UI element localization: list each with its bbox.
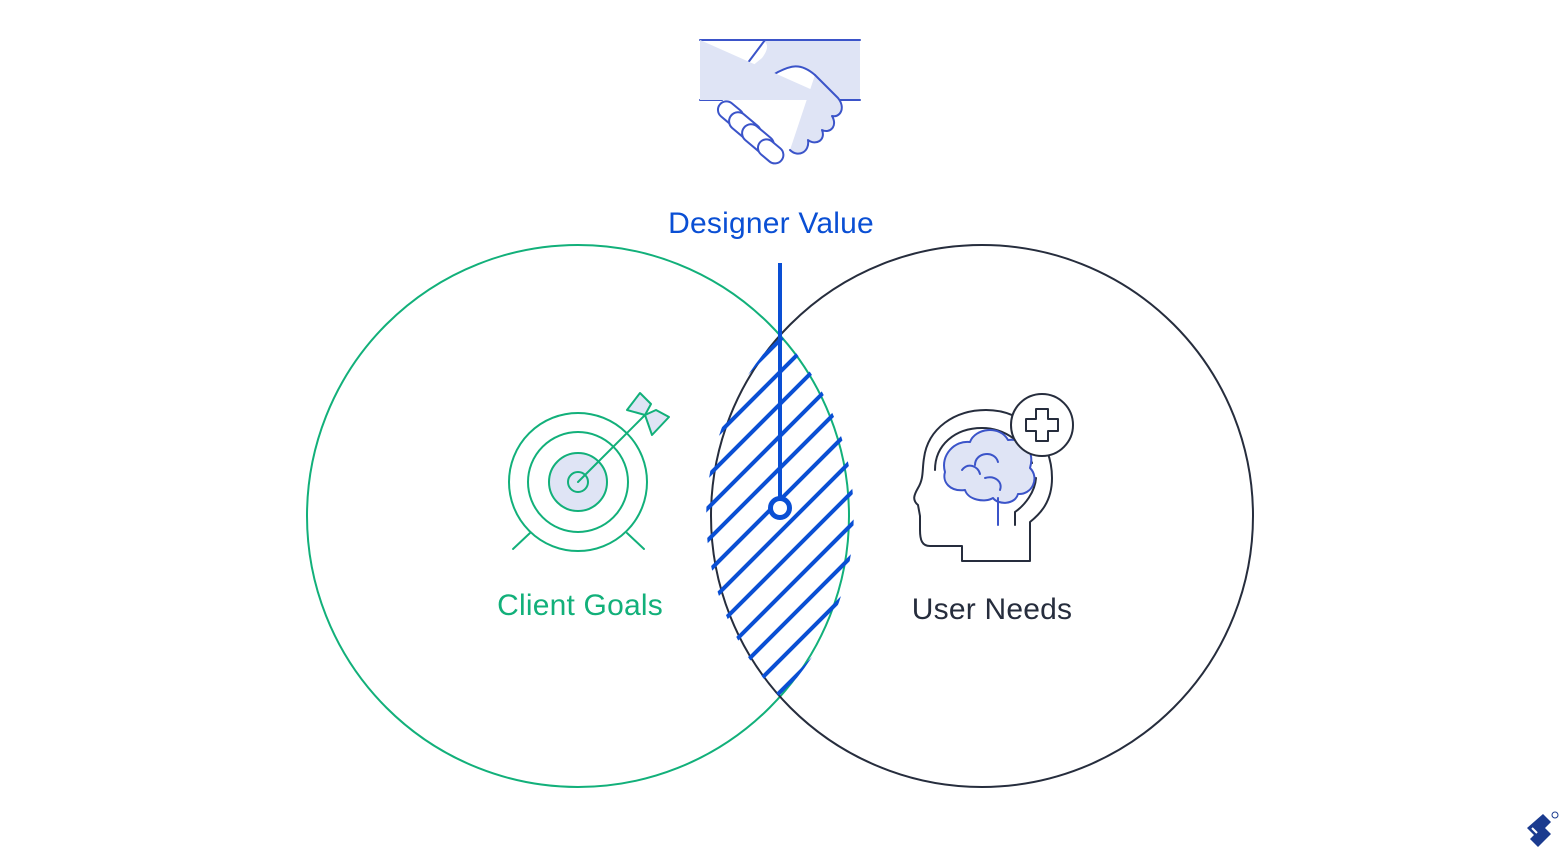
handshake-icon <box>699 39 861 165</box>
user-needs-circle <box>710 244 1254 788</box>
toptal-logo-icon <box>1527 811 1559 847</box>
client-goals-label: Client Goals <box>497 589 663 622</box>
designer-value-label: Designer Value <box>668 207 874 240</box>
designer-value-pointer <box>768 263 792 520</box>
target-with-arrow-icon <box>508 392 670 552</box>
head-with-brain-and-plus-icon <box>913 393 1074 562</box>
user-needs-label: User Needs <box>911 593 1073 626</box>
client-goals-circle <box>306 244 850 788</box>
